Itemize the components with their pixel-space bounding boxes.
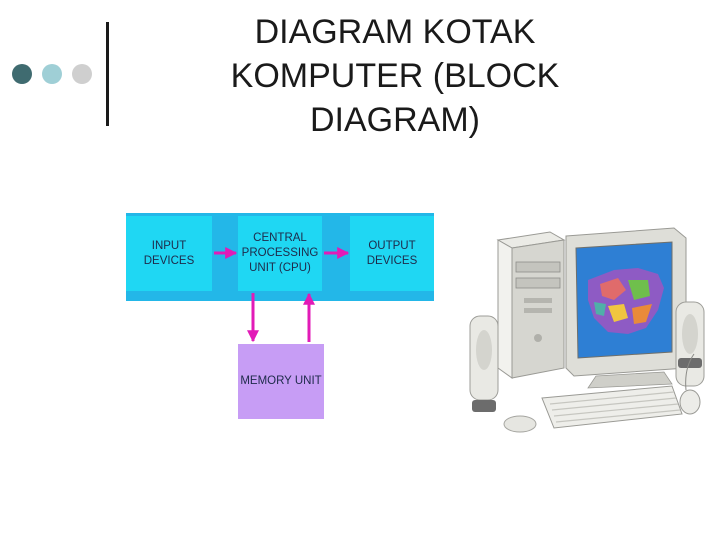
speaker-base-icon bbox=[503, 415, 537, 433]
block-diagram: INPUT DEVICES CENTRAL PROCESSING UNIT (C… bbox=[120, 205, 450, 460]
memory-unit-box: MEMORY UNIT bbox=[238, 344, 324, 419]
tower-icon bbox=[496, 231, 566, 379]
cpu-box: CENTRAL PROCESSING UNIT (CPU) bbox=[238, 216, 322, 291]
keyboard-icon bbox=[541, 385, 683, 429]
decor-dot-dark bbox=[12, 64, 32, 84]
decor-dot-light bbox=[72, 64, 92, 84]
right-speaker-icon bbox=[675, 301, 705, 387]
slide-title-line-1: DIAGRAM KOTAK bbox=[254, 13, 536, 51]
slide-title: DIAGRAM KOTAK KOMPUTER (BLOCK DIAGRAM) bbox=[190, 10, 600, 142]
left-speaker-icon bbox=[469, 315, 499, 412]
output-devices-box: OUTPUT DEVICES bbox=[350, 216, 434, 291]
diagram-arrows bbox=[214, 247, 350, 343]
input-devices-box: INPUT DEVICES bbox=[126, 216, 212, 291]
slide-title-line-2: KOMPUTER (BLOCK bbox=[230, 57, 560, 95]
decor-dot-mid bbox=[42, 64, 62, 84]
decor-vertical-bar bbox=[106, 22, 109, 126]
monitor-icon bbox=[565, 227, 687, 389]
mouse-icon bbox=[679, 353, 701, 415]
desktop-computer-icon bbox=[469, 227, 705, 433]
slide-title-line-3: DIAGRAM) bbox=[310, 101, 480, 139]
